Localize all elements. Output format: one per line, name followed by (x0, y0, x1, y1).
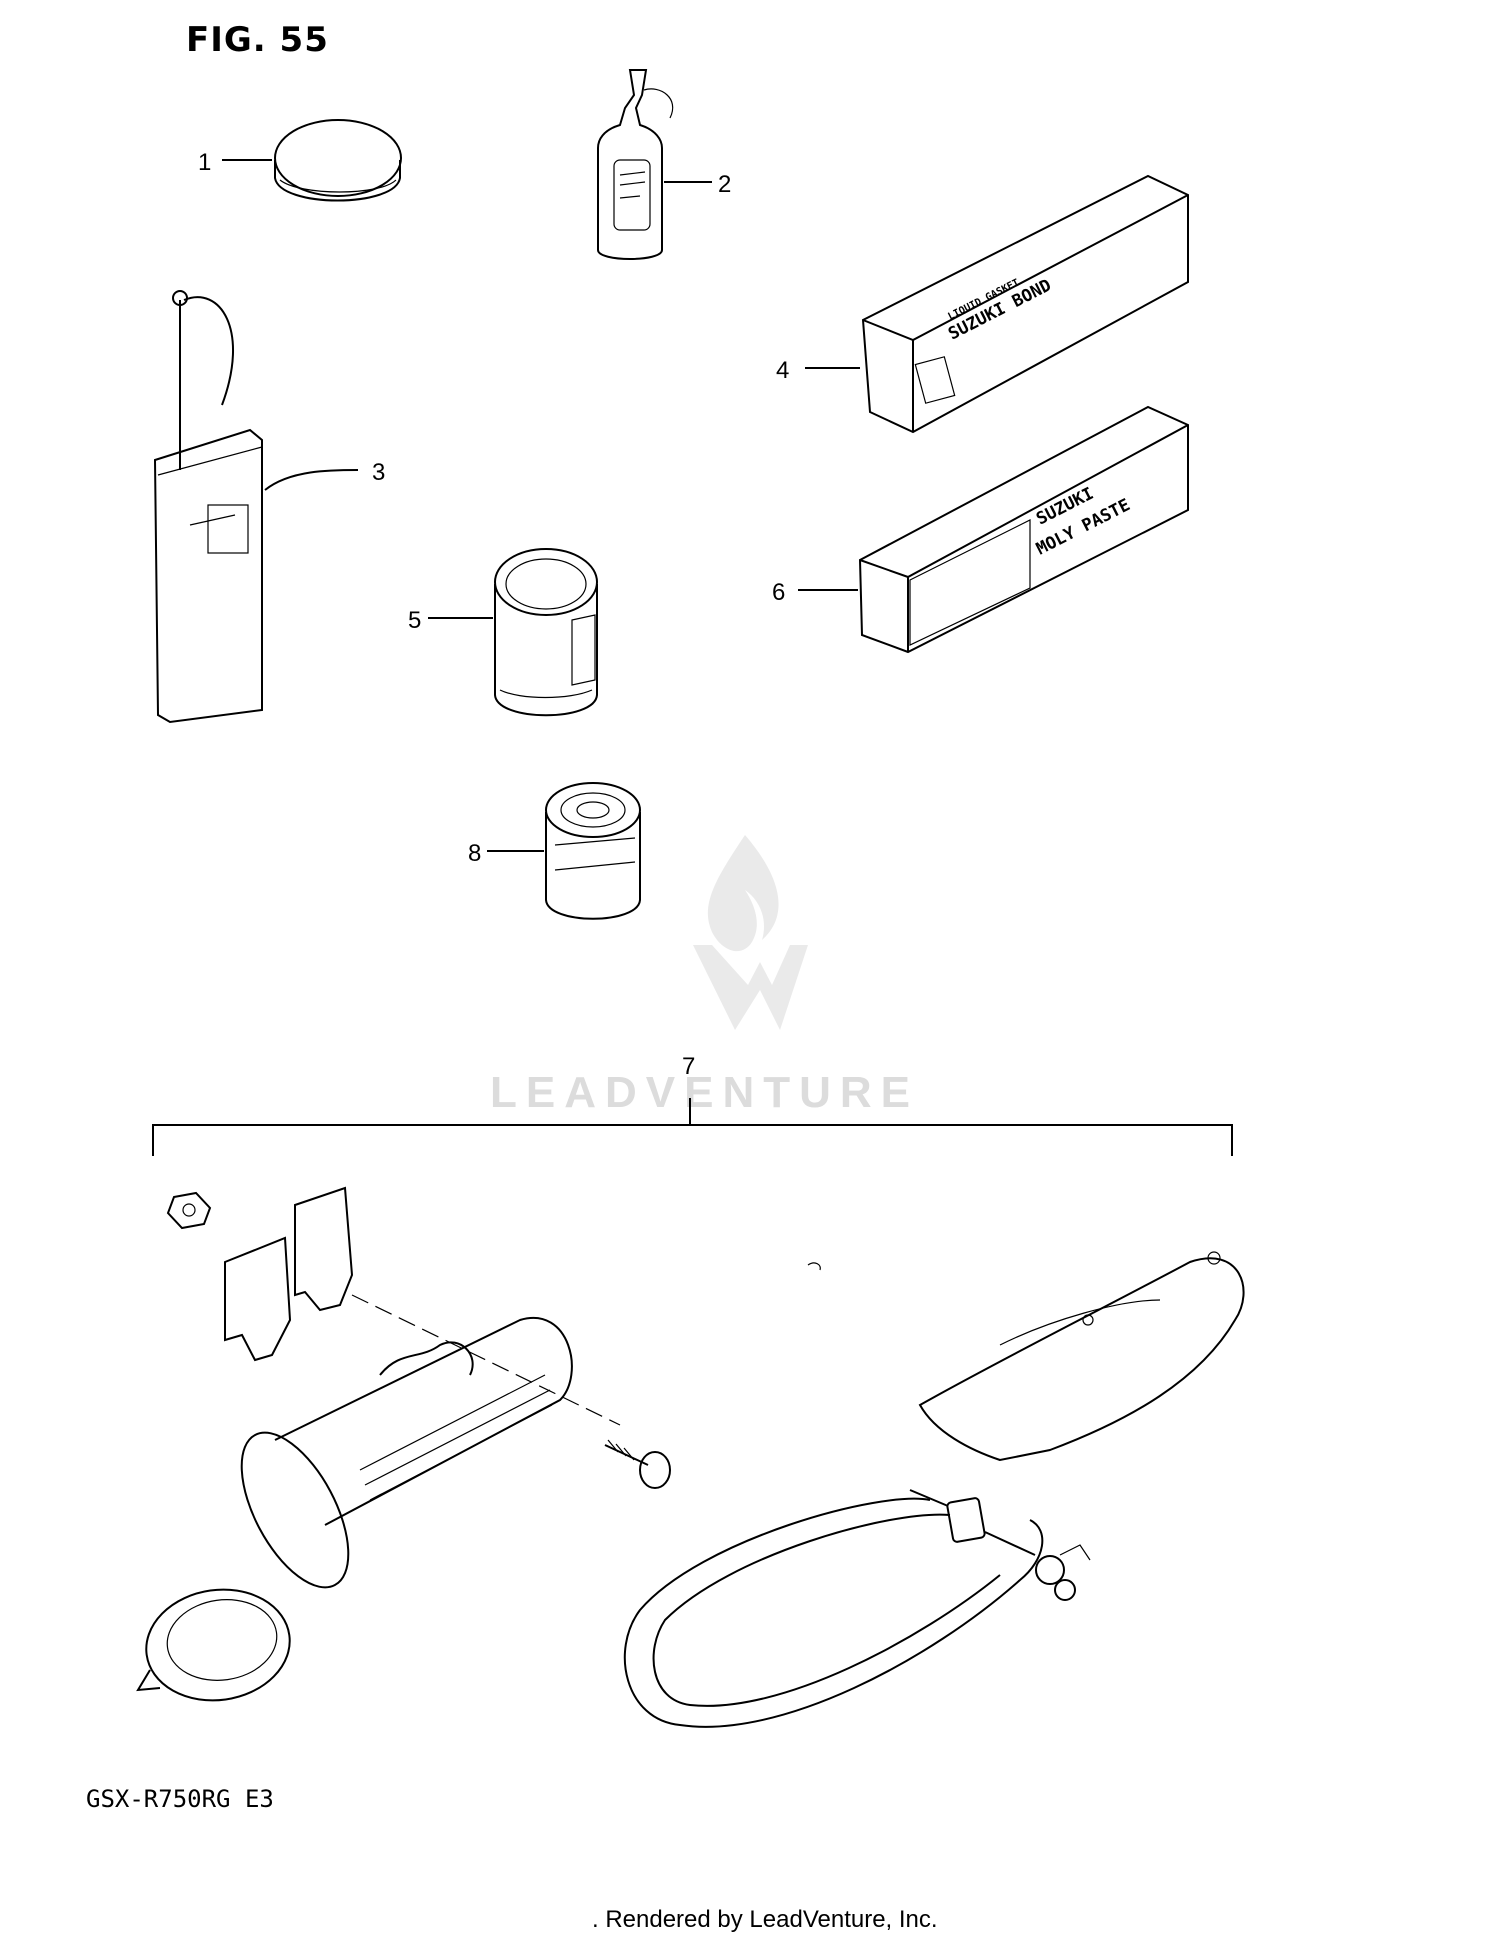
oil-bottle-icon (597, 69, 674, 260)
watermark-text: LEADVENTURE (490, 1068, 919, 1117)
bond-box-icon: SUZUKI BOND LIQUID GASKET (861, 174, 1189, 434)
footer-credit: . Rendered by LeadVenture, Inc. (592, 1906, 938, 1933)
tool-kit-icon (136, 1186, 1245, 1728)
callout-1: 1 (198, 149, 211, 176)
figure-title: FIG. 55 (186, 20, 329, 60)
paste-box-icon: SUZUKI MOLY PASTE (858, 405, 1189, 654)
sealant-can-icon (494, 548, 598, 717)
callout-2: 2 (718, 171, 731, 198)
leader-line-3 (264, 469, 359, 491)
grease-tin-icon (274, 119, 402, 202)
small-tin-icon (545, 782, 641, 920)
callout-8: 8 (468, 840, 481, 867)
callout-3: 3 (372, 459, 385, 486)
kit-bracket (152, 1124, 1233, 1156)
oil-can-icon (153, 290, 263, 724)
leadventure-logo-icon (693, 835, 808, 1030)
model-code: GSX-R750RG E3 (86, 1785, 274, 1813)
callout-6: 6 (772, 579, 785, 606)
callout-4: 4 (776, 357, 789, 384)
callout-7: 7 (682, 1053, 695, 1080)
callout-5: 5 (408, 607, 421, 634)
